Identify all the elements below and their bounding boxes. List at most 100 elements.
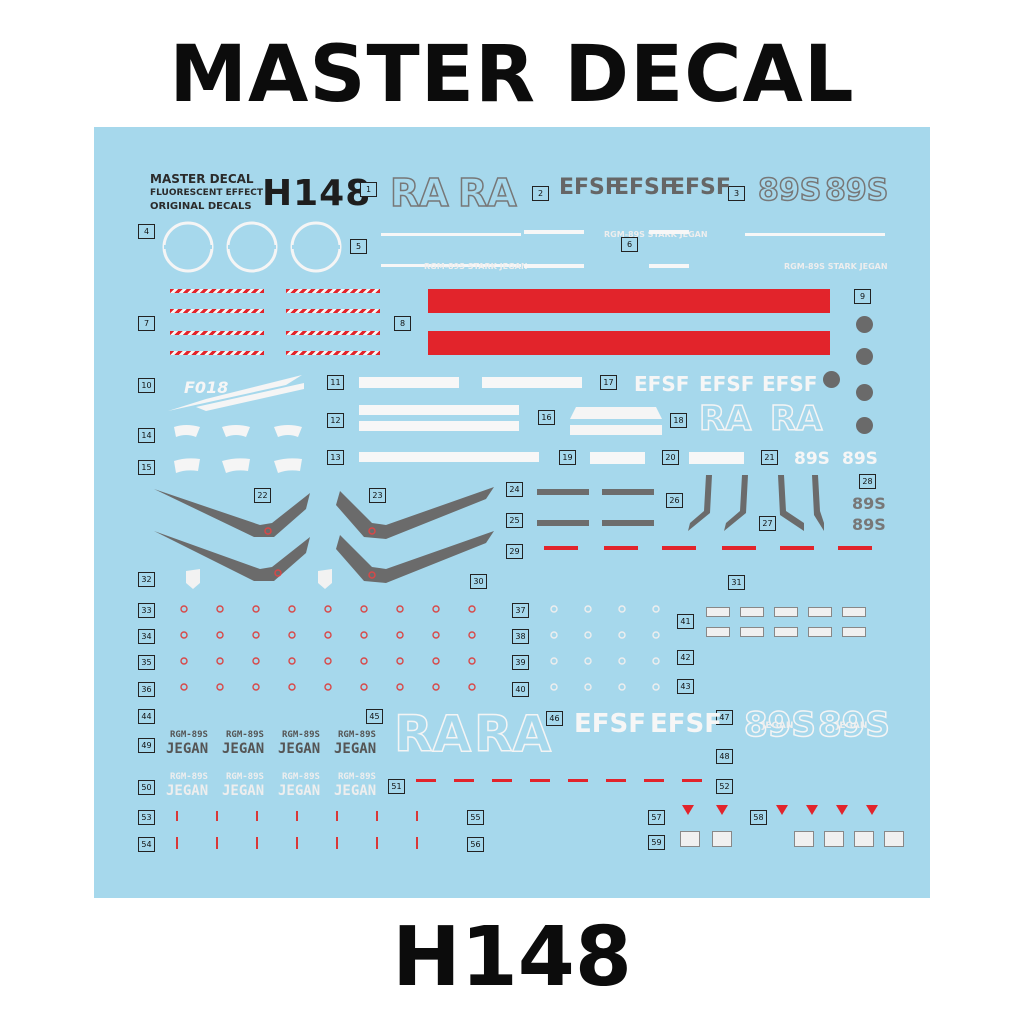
name-text: JEGAN — [278, 741, 321, 757]
stripe-decal — [381, 264, 521, 267]
decal-number: 38 — [512, 629, 529, 644]
sheet-code: H148 — [262, 173, 372, 214]
caution-tag-decal — [838, 546, 872, 550]
mini-label-decal — [774, 627, 798, 637]
hazard-stripe-decal — [286, 289, 380, 293]
decal-number: 22 — [254, 488, 271, 503]
mini-label-decal — [808, 627, 832, 637]
hazard-stripe-decal — [286, 331, 380, 335]
efsf-mark: EFSF — [670, 175, 731, 200]
red-stripe-decal — [428, 331, 830, 355]
grey-strip-decal — [537, 489, 589, 495]
mini-label-decal — [774, 607, 798, 617]
white-bar-decal — [590, 452, 645, 464]
model-text: RGM-89S — [338, 772, 376, 782]
decal-number: 25 — [506, 513, 523, 528]
caution-tag-decal — [454, 779, 474, 782]
decal-number: 15 — [138, 460, 155, 475]
red-tick-decals — [176, 811, 418, 849]
decal-number: 45 — [366, 709, 383, 724]
decal-number: 29 — [506, 544, 523, 559]
mini-label-decal — [712, 831, 732, 847]
decal-number: 12 — [327, 413, 344, 428]
decal-number: 4 — [138, 224, 155, 239]
white-bar-decal — [689, 452, 744, 464]
name-text: JEGAN — [166, 741, 209, 757]
hazard-stripe-decal — [170, 351, 264, 355]
mini-label-decal — [680, 831, 700, 847]
decal-number: 8 — [394, 316, 411, 331]
caution-tag-decal — [416, 779, 436, 782]
grey-dot-decal — [856, 384, 873, 401]
f018-swoosh-decal — [168, 375, 304, 411]
white-bar-decal — [359, 405, 519, 415]
efsf-mark: EFSF — [699, 372, 755, 396]
grey-dot-decal — [856, 348, 873, 365]
caution-tag-decal — [604, 546, 638, 550]
ra-mark: RA — [457, 170, 517, 216]
decal-number: 58 — [750, 810, 767, 825]
decal-number: 57 — [648, 810, 665, 825]
name-text: JEGAN — [222, 741, 265, 757]
white-bar-decal — [482, 377, 582, 388]
mini-label-decal — [854, 831, 874, 847]
jegan-small-text: JEGAN — [836, 721, 868, 731]
efsf-mark-large: EFSF — [650, 709, 723, 739]
decal-number: 1 — [360, 182, 377, 197]
decal-number: 2 — [532, 186, 549, 201]
stripe-decal — [524, 230, 584, 234]
decal-number: 26 — [666, 493, 683, 508]
stripe-decal — [649, 264, 689, 268]
decal-number: 55 — [467, 810, 484, 825]
decal-number: 39 — [512, 655, 529, 670]
decal-number: 40 — [512, 682, 529, 697]
ra-mark: RA — [698, 398, 752, 440]
jegan-small-text: JEGAN — [762, 721, 794, 731]
mini-label-decal — [842, 627, 866, 637]
white-bar-decal — [359, 421, 519, 431]
efsf-mark: EFSF — [762, 372, 818, 396]
decal-number: 24 — [506, 482, 523, 497]
hazard-stripe-decal — [286, 309, 380, 313]
model-text: RGM-89S — [338, 730, 376, 740]
angled-grey-decals — [688, 475, 824, 531]
grey-dot-decal — [856, 417, 873, 434]
mini-label-decal — [824, 831, 844, 847]
grey-strip-decal — [602, 520, 654, 526]
decal-number: 20 — [662, 450, 679, 465]
number-89s-mark: 89S — [794, 449, 830, 469]
sheet-header-original: ORIGINAL DECALS — [150, 201, 252, 212]
decal-number: 44 — [138, 709, 155, 724]
decal-number: 19 — [559, 450, 576, 465]
rgm-line-text: RGM-89S STARK JEGAN — [604, 230, 708, 239]
name-text: JEGAN — [222, 783, 265, 799]
ring-decals-white — [550, 605, 660, 691]
decal-number: 59 — [648, 835, 665, 850]
sheet-header-effect: FLUORESCENT EFFECT — [150, 188, 263, 198]
curved-white-decals — [174, 425, 302, 473]
caution-tag-decal — [606, 779, 626, 782]
decal-number: 27 — [759, 516, 776, 531]
decal-number: 51 — [388, 779, 405, 794]
number-89s-mark: 89S — [852, 494, 886, 513]
footer-code: H148 — [392, 910, 632, 1005]
decal-number: 42 — [677, 650, 694, 665]
decal-number: 37 — [512, 603, 529, 618]
hazard-stripe-decal — [286, 351, 380, 355]
stripe-decal — [381, 233, 521, 236]
decal-number: 54 — [138, 837, 155, 852]
model-text: RGM-89S — [282, 730, 320, 740]
decal-number: 7 — [138, 316, 155, 331]
grey-dot-decal — [856, 316, 873, 333]
decal-number: 46 — [546, 711, 563, 726]
decal-number: 43 — [677, 679, 694, 694]
decal-number: 5 — [350, 239, 367, 254]
number-89s-mark: 89S — [852, 515, 886, 534]
decal-number: 52 — [716, 779, 733, 794]
decal-sheet: MASTER DECAL FLUORESCENT EFFECT ORIGINAL… — [94, 127, 930, 898]
white-bar-decal — [359, 377, 459, 388]
decal-number: 32 — [138, 572, 155, 587]
decal-number: 53 — [138, 810, 155, 825]
efsf-mark-large: EFSF — [574, 709, 647, 739]
chevron-decals — [154, 487, 494, 583]
